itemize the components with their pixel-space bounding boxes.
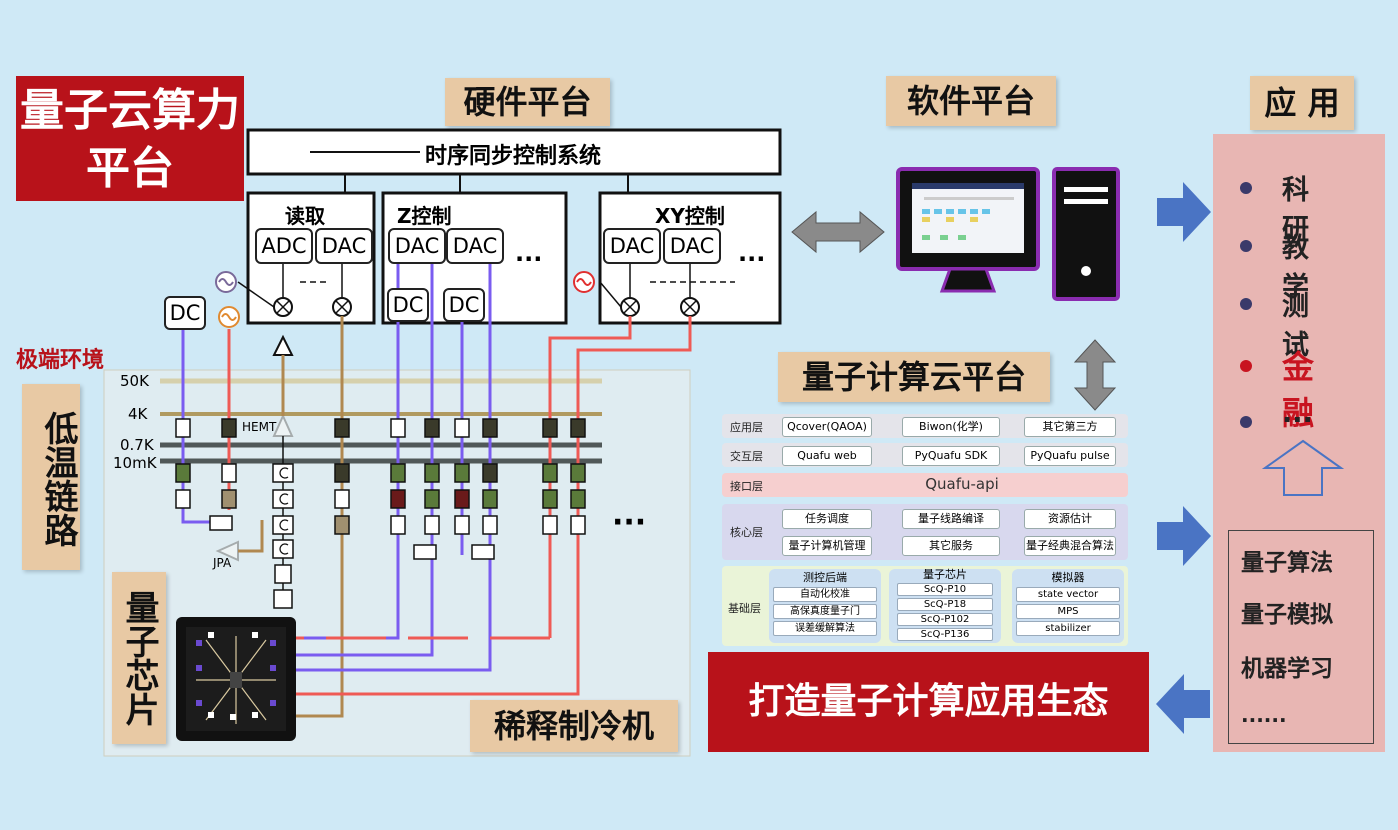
temp-4k: 4K bbox=[128, 405, 148, 423]
base-measure-control: 测控后端 自动化校准 高保真度量子门 误差缓解算法 bbox=[769, 569, 881, 643]
readout-label: 读取 bbox=[285, 204, 325, 228]
quantum-chip-label: 量子芯片 bbox=[112, 572, 166, 744]
computer-icon bbox=[896, 167, 1120, 301]
base-simulator-title: 模拟器 bbox=[1051, 571, 1085, 584]
layer-interaction-label: 交互层 bbox=[730, 450, 763, 463]
xy-control-label: XY控制 bbox=[655, 204, 725, 228]
base-item: 高保真度量子门 bbox=[773, 604, 877, 619]
temp-10mk: 10mK bbox=[113, 454, 157, 472]
dac-chip-xy1: DAC bbox=[603, 228, 661, 264]
app-more-item: ...... bbox=[1241, 703, 1287, 727]
arrow-right-bottom bbox=[1157, 506, 1211, 566]
quafu-web: Quafu web bbox=[782, 446, 872, 466]
dc-source-left: DC bbox=[164, 296, 206, 330]
app-more-item: 量子算法 bbox=[1241, 550, 1333, 576]
base-item: ScQ-P136 bbox=[897, 628, 993, 641]
temp-50k: 50K bbox=[120, 372, 149, 390]
double-arrow-vertical bbox=[1073, 339, 1117, 411]
hardware-diagram bbox=[103, 128, 782, 757]
app-third-party: 其它第三方 bbox=[1024, 417, 1116, 437]
pyquafu-pulse: PyQuafu pulse bbox=[1024, 446, 1116, 466]
quafu-api: Quafu-api bbox=[925, 475, 999, 493]
bullet-icon bbox=[1240, 182, 1252, 194]
base-quantum-chip-title: 量子芯片 bbox=[923, 568, 967, 581]
base-item: ScQ-P18 bbox=[897, 598, 993, 611]
base-item: MPS bbox=[1016, 604, 1120, 619]
dc-source-z1: DC bbox=[387, 288, 429, 322]
layer-base-label: 基础层 bbox=[728, 602, 761, 615]
arrow-right-top bbox=[1157, 182, 1211, 242]
bullet-icon bbox=[1240, 360, 1252, 372]
core-other-services: 其它服务 bbox=[902, 536, 1000, 556]
core-resource-estimate: 资源估计 bbox=[1024, 509, 1116, 529]
hardware-title: 硬件平台 bbox=[445, 78, 610, 126]
base-simulator: 模拟器 state vector MPS stabilizer bbox=[1012, 569, 1124, 643]
layer-interface: 接口层 Quafu-api bbox=[722, 473, 1128, 497]
bullet-icon bbox=[1240, 298, 1252, 310]
ellipsis-fridge: ··· bbox=[612, 505, 647, 540]
hemt-label: HEMT bbox=[242, 420, 277, 434]
base-item: 自动化校准 bbox=[773, 587, 877, 602]
core-hybrid-algorithms: 量子经典混合算法 bbox=[1024, 536, 1116, 556]
dac-chip-z1: DAC bbox=[388, 228, 446, 264]
temp-07k: 0.7K bbox=[120, 436, 154, 454]
z-control-label: Z控制 bbox=[397, 204, 452, 228]
ellipsis-z: ··· bbox=[515, 245, 543, 273]
layer-interaction: 交互层 Quafu web PyQuafu SDK PyQuafu pulse bbox=[722, 443, 1128, 467]
cryo-link-label: 低温链路 bbox=[22, 384, 80, 570]
app-more-item: 量子模拟 bbox=[1241, 602, 1333, 628]
bullet-icon bbox=[1240, 416, 1252, 428]
dc-source-z2: DC bbox=[443, 288, 485, 322]
base-quantum-chip: 量子芯片 ScQ-P10 ScQ-P18 ScQ-P102 ScQ-P136 bbox=[889, 569, 1001, 643]
base-item: stabilizer bbox=[1016, 621, 1120, 636]
up-arrow-outline-icon bbox=[1262, 439, 1344, 496]
base-item: ScQ-P102 bbox=[897, 613, 993, 626]
dac-chip-z2: DAC bbox=[446, 228, 504, 264]
application-title: 应 用 bbox=[1250, 76, 1354, 130]
extreme-env-label: 极端环境 bbox=[16, 348, 105, 373]
double-arrow-horizontal bbox=[791, 210, 885, 254]
app-more-item: 机器学习 bbox=[1241, 656, 1333, 682]
layer-application: 应用层 Qcover(QAOA) Biwon(化学) 其它第三方 bbox=[722, 414, 1128, 438]
adc-chip: ADC bbox=[255, 228, 313, 264]
base-item: ScQ-P10 bbox=[897, 583, 993, 596]
layer-base: 基础层 测控后端 自动化校准 高保真度量子门 误差缓解算法 量子芯片 ScQ-P… bbox=[722, 566, 1128, 646]
fridge-label: 稀释制冷机 bbox=[470, 700, 678, 752]
layer-interface-label: 接口层 bbox=[730, 480, 763, 493]
layer-application-label: 应用层 bbox=[730, 421, 763, 434]
sync-system-label: 时序同步控制系统 bbox=[425, 144, 602, 169]
main-title: 量子云算力平台 bbox=[16, 76, 244, 201]
app-qcover: Qcover(QAOA) bbox=[782, 417, 872, 437]
base-item: 误差缓解算法 bbox=[773, 621, 877, 636]
core-computer-management: 量子计算机管理 bbox=[782, 536, 872, 556]
base-measure-control-title: 测控后端 bbox=[803, 571, 847, 584]
core-task-scheduling: 任务调度 bbox=[782, 509, 872, 529]
arrow-left-ecosystem bbox=[1156, 674, 1210, 734]
dac-chip-readout: DAC bbox=[315, 228, 373, 264]
bullet-icon bbox=[1240, 240, 1252, 252]
layer-core: 核心层 任务调度 量子线路编译 资源估计 量子计算机管理 其它服务 量子经典混合… bbox=[722, 504, 1128, 560]
core-circuit-compile: 量子线路编译 bbox=[902, 509, 1000, 529]
pyquafu-sdk: PyQuafu SDK bbox=[902, 446, 1000, 466]
software-title: 软件平台 bbox=[886, 76, 1056, 126]
jpa-label: JPA bbox=[213, 556, 232, 570]
base-item: state vector bbox=[1016, 587, 1120, 602]
app-more-box: 量子算法 量子模拟 机器学习 ...... bbox=[1228, 530, 1374, 744]
dac-chip-xy2: DAC bbox=[663, 228, 721, 264]
layer-core-label: 核心层 bbox=[730, 526, 763, 539]
cloud-platform-title: 量子计算云平台 bbox=[778, 352, 1050, 402]
ecosystem-banner: 打造量子计算应用生态 bbox=[708, 652, 1149, 752]
ellipsis-xy: ··· bbox=[738, 245, 766, 273]
app-biwon: Biwon(化学) bbox=[902, 417, 1000, 437]
